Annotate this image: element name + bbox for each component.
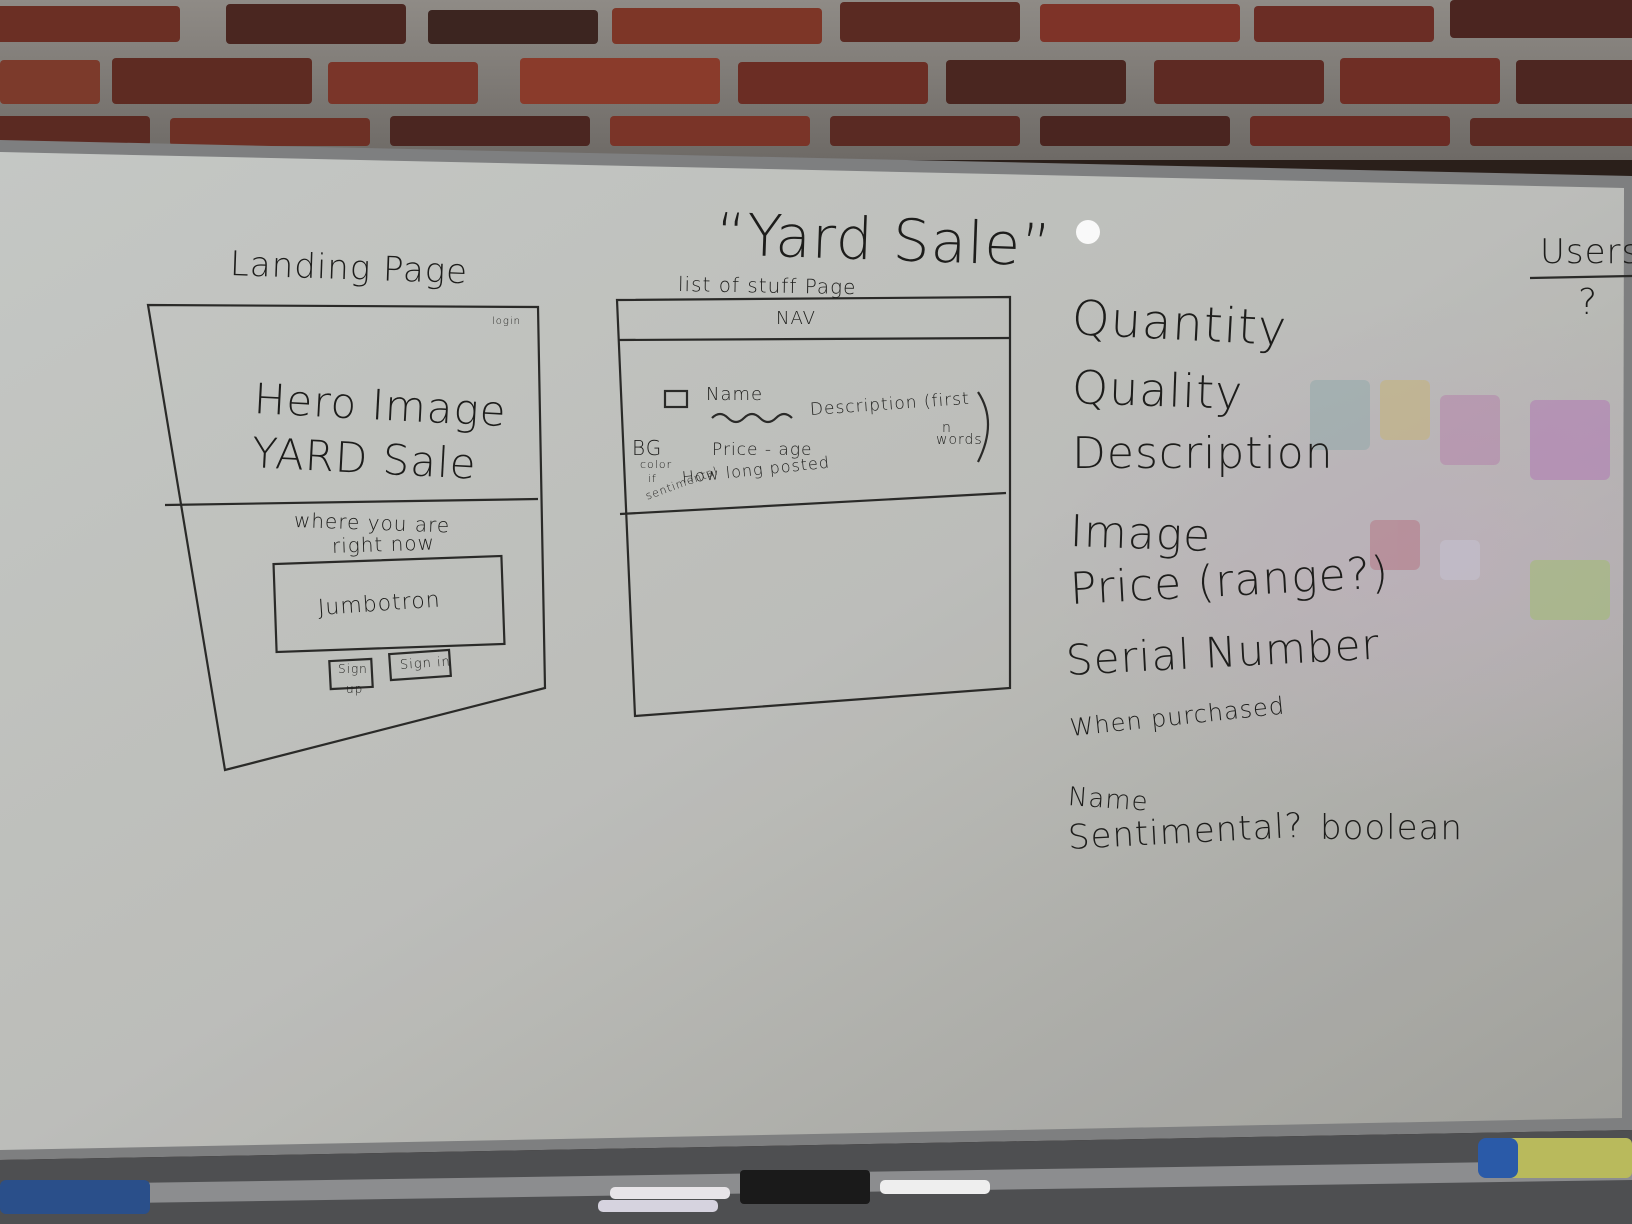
marker-right[interactable]	[1490, 1138, 1632, 1178]
field-description: Description	[1072, 428, 1334, 479]
item-divider	[619, 491, 1007, 516]
item-thumbnail	[663, 389, 689, 409]
list-title: “Yard Sale”	[714, 200, 1054, 280]
list-page-sketch	[615, 295, 1012, 718]
nav-divider	[617, 336, 1011, 342]
whiteboard	[0, 140, 1632, 1160]
landing-frame	[146, 303, 547, 772]
marker-red[interactable]	[610, 1187, 730, 1199]
jumbotron-box	[272, 554, 506, 654]
field-name: Name	[1066, 782, 1150, 818]
eraser[interactable]	[740, 1170, 870, 1204]
bg-note-3: if	[648, 472, 657, 485]
list-frame	[615, 295, 1012, 718]
marker-tray	[0, 1130, 1632, 1224]
item-words-2: words	[936, 432, 983, 448]
login-label: login	[492, 316, 522, 327]
location-line-2: right now	[331, 530, 436, 558]
item-name-label: Name	[706, 384, 764, 405]
landing-heading: Landing Page	[229, 244, 469, 293]
bg-note-2: color	[640, 458, 673, 471]
field-boolean: boolean	[1320, 808, 1463, 848]
bg-note-1: BG	[632, 436, 663, 460]
field-quantity: Quantity	[1070, 290, 1289, 358]
users-question: ?	[1578, 282, 1599, 323]
users-heading: Users	[1540, 232, 1632, 272]
bracket	[977, 391, 989, 463]
squiggle	[711, 412, 793, 424]
list-subtitle: list of stuff Page	[677, 272, 857, 300]
signup-label-1[interactable]: Sign	[338, 662, 368, 676]
landing-divider	[164, 497, 539, 507]
marker-left[interactable]	[0, 1180, 150, 1214]
signup-box	[328, 657, 374, 691]
marker-blue[interactable]	[598, 1200, 718, 1212]
signup-label-2[interactable]: up	[346, 682, 364, 696]
field-image: Image	[1069, 506, 1213, 562]
users-underline	[1529, 274, 1632, 280]
field-quality: Quality	[1071, 360, 1245, 420]
marker-black[interactable]	[880, 1180, 990, 1194]
item-price-label: Price - age	[712, 440, 813, 460]
item-words-1: n	[942, 420, 952, 436]
landing-page-sketch	[146, 303, 547, 772]
brick-wall	[0, 0, 1632, 160]
light-reflection	[1076, 220, 1100, 244]
signin-box	[387, 648, 453, 682]
nav-label: NAV	[776, 308, 816, 329]
